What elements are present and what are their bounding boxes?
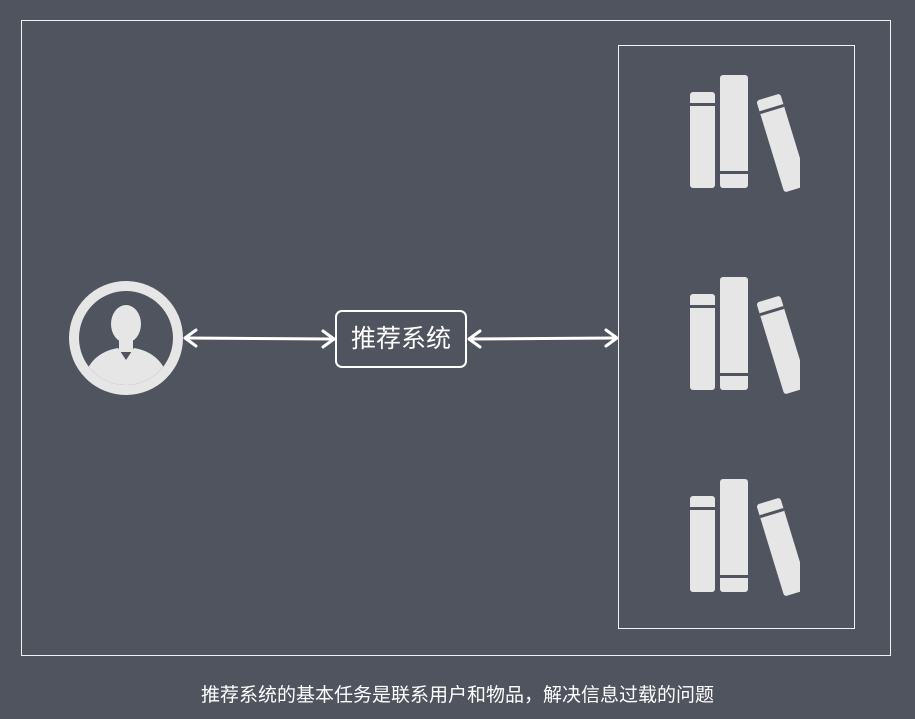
books-icon xyxy=(690,75,800,192)
recommender-system-label: 推荐系统 xyxy=(350,324,451,353)
books-icon xyxy=(690,479,800,596)
books-icon xyxy=(690,277,800,394)
items-panel xyxy=(618,45,855,629)
user-avatar-icon xyxy=(69,281,183,395)
arrow-user-to-system xyxy=(183,328,336,349)
arrow-system-to-items xyxy=(467,328,619,349)
diagram-caption: 推荐系统的基本任务是联系用户和物品，解决信息过载的问题 xyxy=(200,684,714,706)
diagram-frame xyxy=(21,20,891,656)
recommender-system-node: 推荐系统 xyxy=(335,310,467,368)
